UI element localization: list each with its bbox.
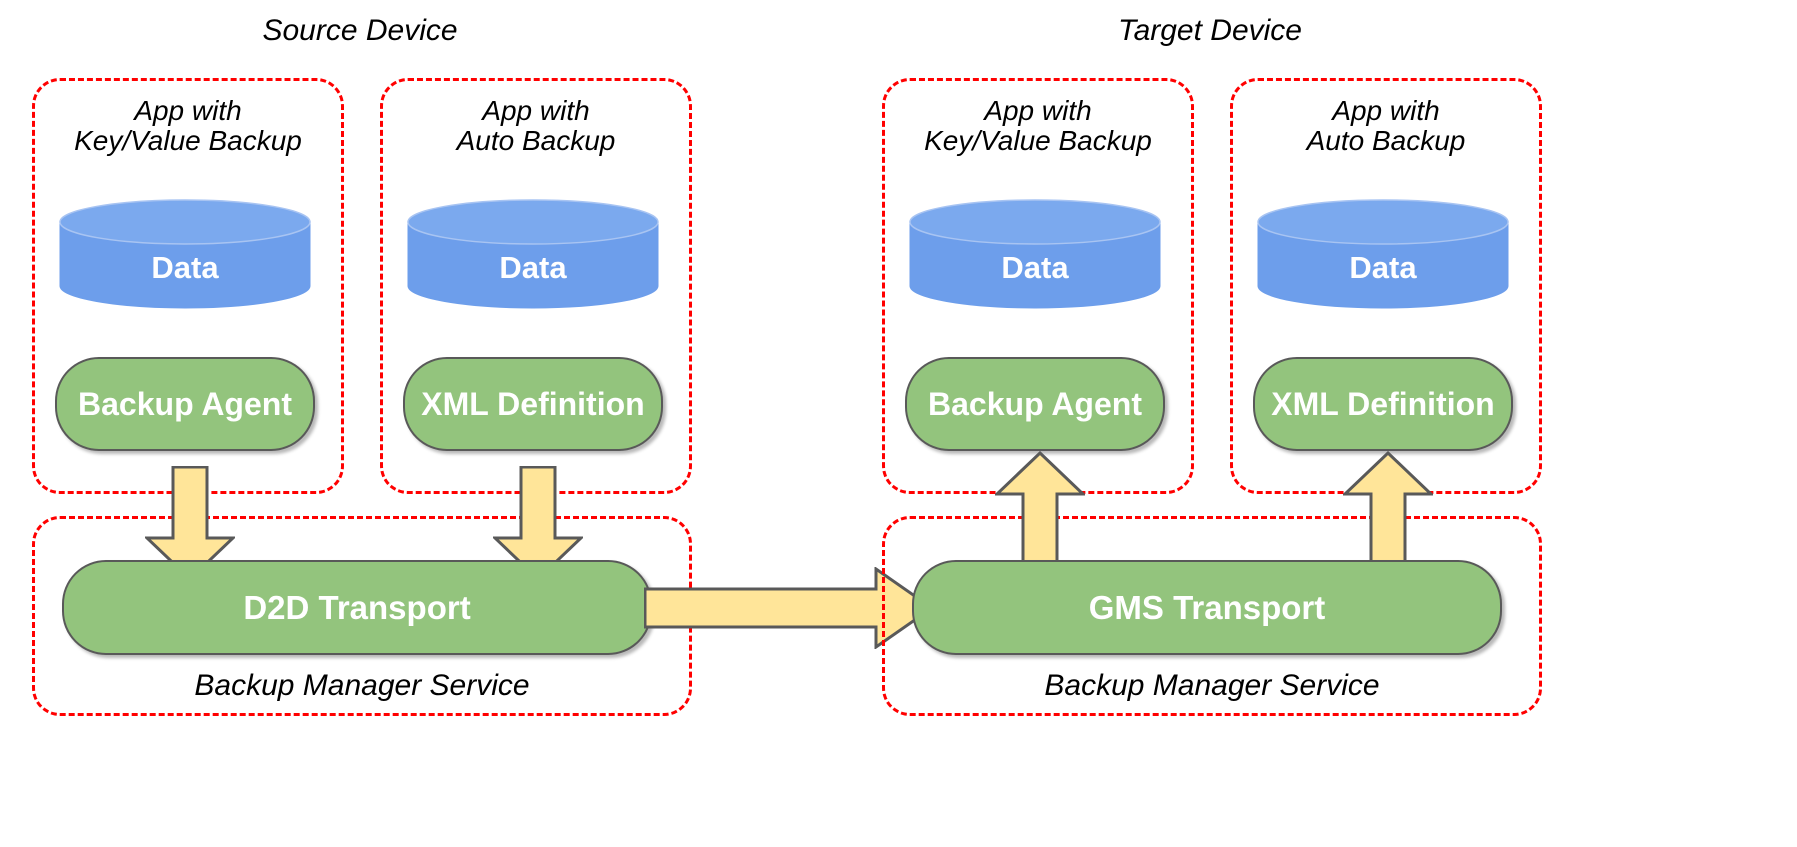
app-label-auto-backup-target: App with Auto Backup <box>1306 95 1466 157</box>
d2d-transport-label: D2D Transport <box>243 588 471 626</box>
arrow-backup-agent-to-d2d-icon <box>145 466 235 581</box>
xml-definition-label-source: XML Definition <box>421 385 645 422</box>
source-device-title: Source Device <box>262 14 458 47</box>
xml-definition-pill-target: XML Definition <box>1253 357 1513 451</box>
data-cylinder-key-value-source <box>59 199 311 309</box>
arrow-gms-to-backup-agent-icon <box>995 451 1085 566</box>
xml-definition-label-target: XML Definition <box>1271 385 1495 422</box>
app-label-key-value-source: App with Key/Value Backup <box>74 95 302 157</box>
backup-agent-label-target: Backup Agent <box>928 385 1142 422</box>
app-label-auto-backup-source: App with Auto Backup <box>456 95 616 157</box>
arrow-xml-definition-to-d2d-icon <box>493 466 583 581</box>
backup-manager-service-container-target <box>882 516 1542 716</box>
data-cylinder-auto-backup-source <box>407 199 659 309</box>
arrow-d2d-to-gms-icon <box>644 567 934 649</box>
app-label-key-value-target: App with Key/Value Backup <box>924 95 1152 157</box>
d2d-transport-pill: D2D Transport <box>62 560 652 655</box>
gms-transport-label: GMS Transport <box>1088 588 1326 626</box>
data-cylinder-auto-backup-target <box>1257 199 1509 309</box>
backup-manager-service-label-target: Backup Manager Service <box>1044 669 1380 702</box>
backup-agent-label-source: Backup Agent <box>78 385 292 422</box>
data-cylinder-key-value-target <box>909 199 1161 309</box>
backup-agent-pill-source: Backup Agent <box>55 357 315 451</box>
backup-manager-service-label-source: Backup Manager Service <box>194 669 530 702</box>
xml-definition-pill-source: XML Definition <box>403 357 663 451</box>
arrow-gms-to-xml-definition-icon <box>1343 451 1433 566</box>
gms-transport-pill: GMS Transport <box>912 560 1502 655</box>
target-device-title: Target Device <box>1118 14 1302 47</box>
backup-agent-pill-target: Backup Agent <box>905 357 1165 451</box>
